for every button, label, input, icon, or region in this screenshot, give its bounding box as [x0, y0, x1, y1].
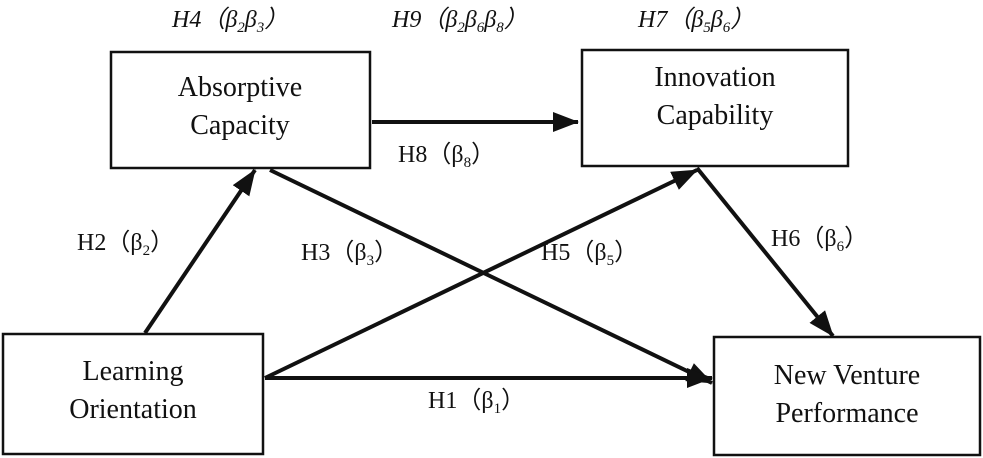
edge-label-h1: H1（β1） — [428, 388, 525, 417]
node-absorptive-capacity: Absorptive Capacity — [109, 50, 372, 170]
mediation-label-h7: H7（β5β6） — [637, 6, 754, 36]
node-nvp-line2: Performance — [775, 398, 918, 429]
node-innovation-line1: Innovation — [654, 62, 775, 93]
node-learning-line1: Learning — [82, 356, 183, 387]
arrow-h5 — [264, 168, 698, 380]
edge-label-h8: H8（β8） — [398, 142, 495, 171]
node-innovation-line2: Capability — [657, 100, 774, 131]
mediation-label-h9: H9（β2β6β8） — [391, 6, 528, 36]
node-learning-orientation: Learning Orientation — [1, 332, 265, 456]
node-absorptive-line2: Capacity — [190, 110, 290, 141]
edge-label-h5: H5（β5） — [541, 240, 638, 269]
node-absorptive-line1: Absorptive — [178, 72, 302, 103]
edge-label-h6: H6（β6） — [771, 226, 868, 255]
node-nvp-line1: New Venture — [774, 360, 920, 391]
edge-label-h3: H3（β3） — [301, 240, 398, 269]
arrow-h6 — [695, 166, 835, 338]
node-innovation-capability: Innovation Capability — [580, 48, 850, 168]
edge-label-h2: H2（β2） — [77, 230, 174, 259]
node-new-venture-performance: New Venture Performance — [712, 335, 982, 457]
mediation-label-h4: H4（β2β3） — [171, 6, 288, 36]
node-learning-line2: Orientation — [69, 394, 197, 425]
arrow-h3 — [269, 168, 713, 385]
arrow-h2 — [143, 168, 257, 335]
